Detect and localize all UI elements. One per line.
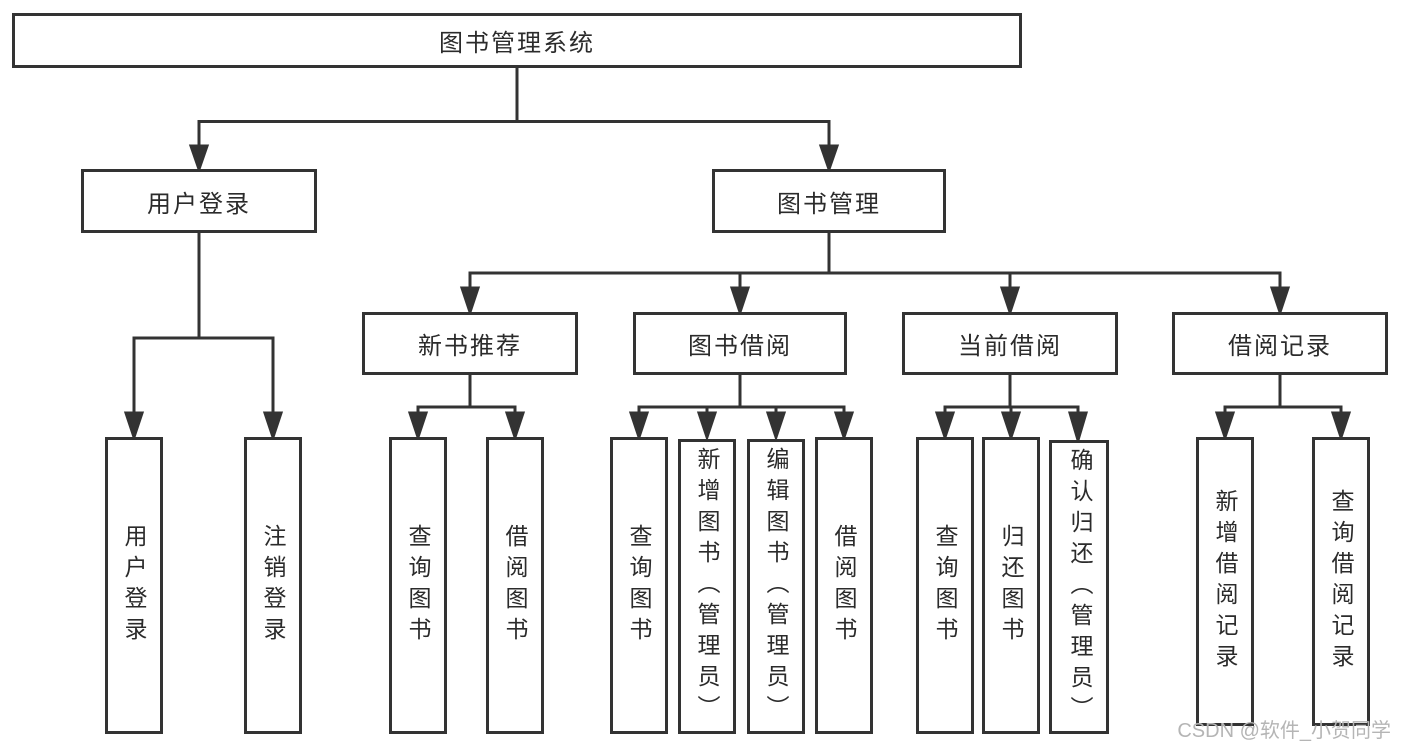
edge-book-borrowing-to-leaves (628, 375, 855, 442)
node-book-management: 图书管理 (712, 169, 946, 233)
leaf-user-login: 用户登录 (105, 437, 163, 734)
leaf-add-book-admin: 新增图书（管理员） (678, 439, 736, 734)
arrowhead (1000, 411, 1022, 442)
edge-root-to-level2 (188, 68, 840, 174)
arrowhead (999, 286, 1021, 317)
csdn-watermark: CSDN @软件_小贺同学 (1177, 720, 1391, 742)
leaf-logout: 注销登录 (244, 437, 302, 734)
leaf-edit-book-admin: 编辑图书（管理员） (747, 439, 805, 734)
arrowhead (628, 411, 650, 442)
edge-current-borrowing-to-leaves (934, 375, 1089, 446)
leaf-query-books-current: 查询图书 (916, 437, 974, 734)
arrowhead (188, 144, 210, 174)
arrowhead (123, 411, 145, 442)
arrowhead (504, 411, 526, 442)
leaf-query-books-recommend: 查询图书 (389, 437, 447, 734)
arrowhead (934, 411, 956, 442)
node-new-book-recommend: 新书推荐 (362, 312, 578, 375)
edge-book-management-to-level3 (459, 233, 1291, 317)
node-current-borrowing-label: 当前借阅 (958, 333, 1062, 360)
node-current-borrowing: 当前借阅 (902, 312, 1118, 375)
node-borrowing-records: 借阅记录 (1172, 312, 1388, 375)
leaf-add-borrow-record: 新增借阅记录 (1196, 437, 1254, 726)
leaf-borrow-books-borrowing: 借阅图书 (815, 437, 873, 734)
node-root: 图书管理系统 (12, 13, 1022, 68)
leaf-return-books: 归还图书 (982, 437, 1040, 734)
arrowhead (833, 411, 855, 442)
node-user-login: 用户登录 (81, 169, 317, 233)
arrowhead (407, 411, 429, 442)
arrowhead (1330, 411, 1352, 442)
leaf-borrow-books-recommend: 借阅图书 (486, 437, 544, 734)
arrowhead (696, 411, 718, 442)
arrowhead (1269, 286, 1291, 317)
node-book-management-label: 图书管理 (777, 190, 881, 218)
arrowhead (1067, 411, 1089, 446)
node-new-book-recommend-label: 新书推荐 (418, 333, 522, 360)
arrowhead (1214, 411, 1236, 442)
leaf-query-borrow-record: 查询借阅记录 (1312, 437, 1370, 726)
node-book-borrowing-label: 图书借阅 (688, 333, 792, 360)
arrowhead (459, 286, 481, 317)
arrowhead (818, 144, 840, 174)
edge-new-book-recommend-to-leaves (407, 375, 526, 442)
node-book-borrowing: 图书借阅 (633, 312, 847, 375)
leaf-query-books-borrowing: 查询图书 (610, 437, 668, 734)
node-root-label: 图书管理系统 (439, 30, 595, 57)
node-borrowing-records-label: 借阅记录 (1228, 333, 1332, 360)
arrowhead (729, 286, 751, 317)
edge-user-login-to-leaves (123, 233, 284, 442)
edge-borrowing-records-to-leaves (1214, 375, 1352, 442)
arrowhead (765, 411, 787, 442)
arrowhead (262, 411, 284, 442)
leaf-confirm-return-admin: 确认归还（管理员） (1049, 440, 1109, 734)
node-user-login-label: 用户登录 (147, 190, 251, 218)
